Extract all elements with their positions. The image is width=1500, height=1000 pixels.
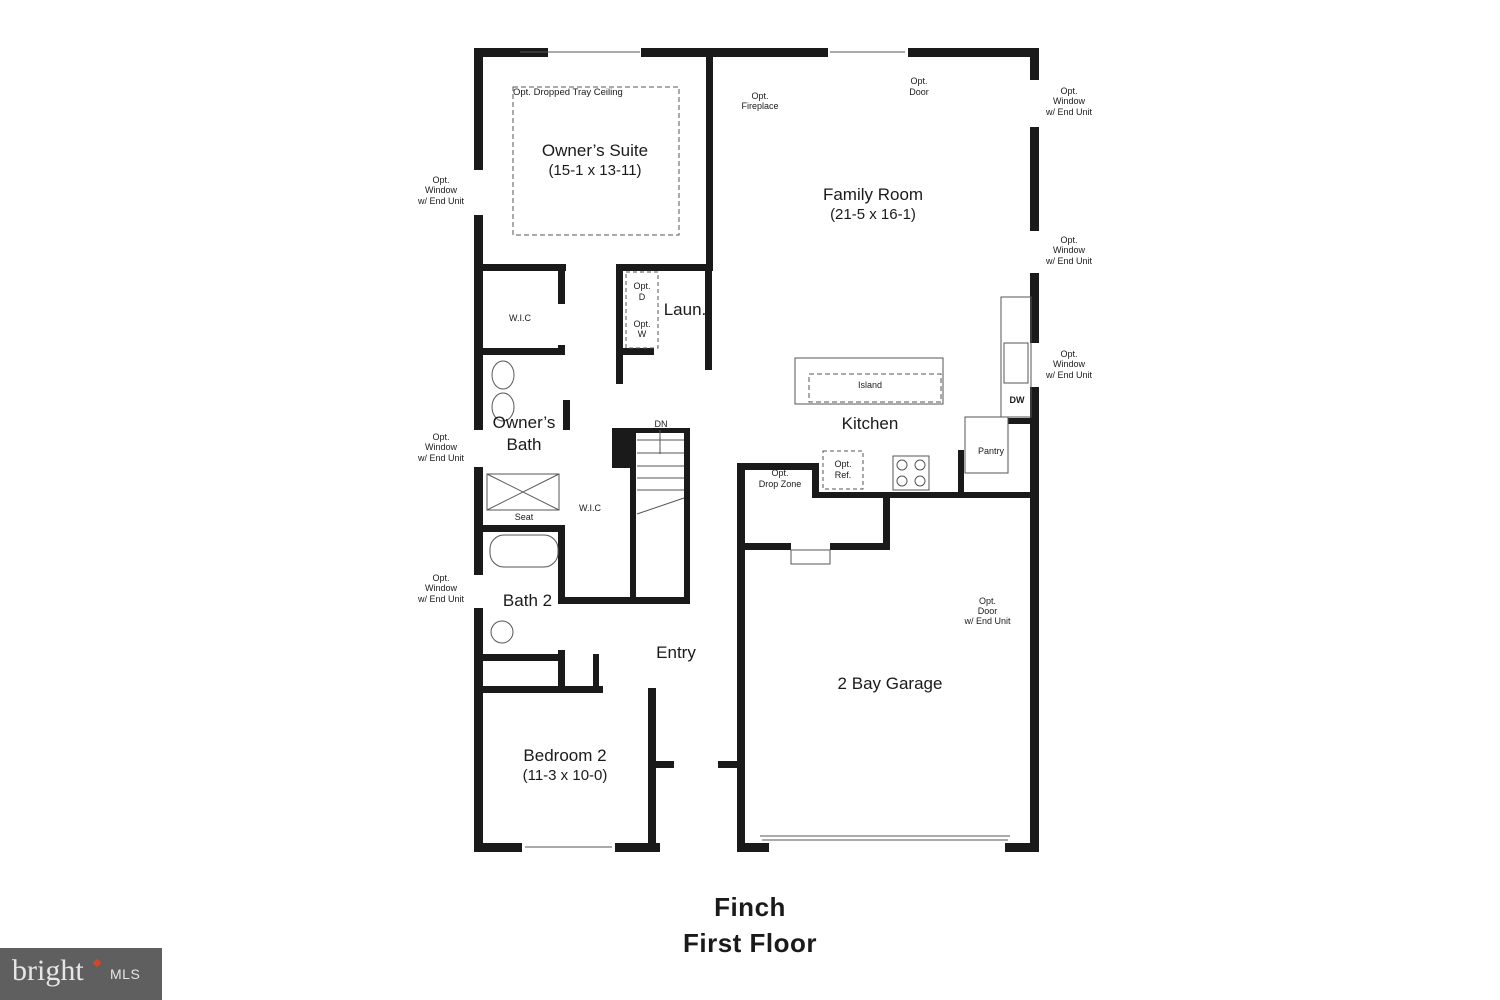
fixtures (486, 51, 1032, 848)
laundry-label: Laun. (663, 300, 707, 319)
owners-suite-dims: (15-1 x 13-11) (548, 162, 642, 179)
seat-label: Seat (514, 512, 534, 522)
opt-door-top-1: Opt. (910, 76, 928, 86)
bright-mls-logo: bright MLS (0, 948, 162, 1000)
pantry-label: Pantry (977, 446, 1004, 456)
opt-garage-door-3: w/ End Unit (964, 616, 1011, 626)
family-room-label: Family Room (822, 185, 924, 204)
bath-2-label: Bath 2 (502, 591, 553, 610)
opt-washer-1: Opt. (633, 319, 651, 329)
logo-suffix: MLS (110, 966, 141, 982)
opt-door-top-2: Door (909, 87, 929, 97)
drop-zone-label-2: Drop Zone (758, 479, 802, 489)
wic-label-2: W.I.C (579, 503, 601, 513)
bedroom-2-dims: (11-3 x 10-0) (522, 767, 608, 784)
stairs-down-label: DN (654, 419, 668, 429)
opt-fireplace-1: Opt. (751, 91, 769, 101)
drop-zone-label-1: Opt. (771, 468, 789, 478)
opt-dryer-2: D (638, 292, 646, 302)
wic-label: W.I.C (509, 313, 531, 323)
opt-washer-2: W (637, 329, 647, 339)
plan-floor: First Floor (682, 928, 818, 958)
dishwasher-label: DW (1009, 395, 1025, 405)
opt-fireplace-2: Fireplace (741, 101, 779, 111)
bedroom-2-label: Bedroom 2 (523, 746, 607, 765)
owners-bath-label-1: Owner’s (492, 413, 556, 432)
entry-label: Entry (656, 643, 696, 662)
opt-ref-label-2: Ref. (834, 470, 852, 480)
plan-name: Finch (714, 892, 786, 922)
opt-garage-door-2: Door (977, 606, 998, 616)
logo-accent-icon (92, 958, 102, 968)
tray-ceiling-note: Opt. Dropped Tray Ceiling (513, 87, 623, 98)
opt-garage-door-1: Opt. (978, 596, 996, 606)
kitchen-label: Kitchen (841, 414, 899, 433)
opt-dryer-1: Opt. (633, 281, 651, 291)
opt-ref-label-1: Opt. (834, 459, 852, 469)
owners-bath-label-2: Bath (506, 435, 542, 454)
island-label: Island (857, 380, 883, 390)
garage-label: 2 Bay Garage (837, 674, 943, 693)
family-room-dims: (21-5 x 16-1) (830, 206, 916, 223)
logo-brand: bright (12, 954, 84, 987)
owners-suite-label: Owner’s Suite (541, 141, 649, 160)
